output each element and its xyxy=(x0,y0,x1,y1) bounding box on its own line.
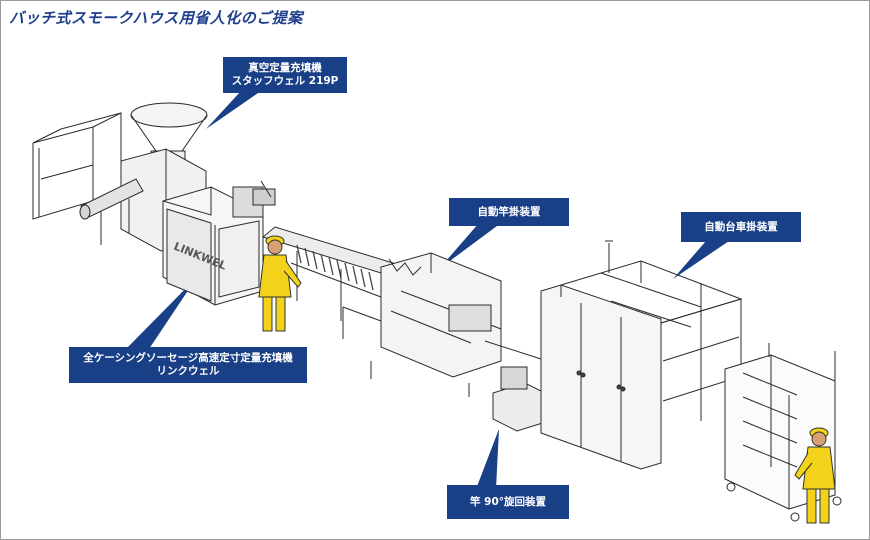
page-title: バッチ式スモークハウス用省人化のご提案 xyxy=(9,9,303,27)
cart-pointer xyxy=(673,241,729,279)
worker-figure-2 xyxy=(794,427,836,524)
callout-cart-hanger: 自動台車掛装置 xyxy=(681,212,801,242)
callout-vacuum-filler-line2: スタッフウェル 219P xyxy=(231,75,339,87)
callout-vacuum-filler: 真空定量充填機 スタッフウェル 219P xyxy=(223,57,347,93)
filler-pointer xyxy=(206,91,261,129)
hanger-pointer xyxy=(439,223,501,269)
callout-vacuum-filler-line1: 真空定量充填機 xyxy=(248,62,322,74)
hanging-unit xyxy=(342,252,502,397)
callout-rotator-line1: 竿 90°旋回装置 xyxy=(469,495,547,508)
rotation-unit xyxy=(484,331,550,432)
callout-rotator: 竿 90°旋回装置 xyxy=(447,485,569,519)
callout-auto-hanger-line1: 自動竿掛装置 xyxy=(477,205,541,218)
worker-figure-1 xyxy=(258,235,302,332)
linker-machine: LINKWEL xyxy=(162,180,395,321)
callout-linker-line1: 全ケーシングソーセージ高速定寸定量充填機 xyxy=(83,352,293,364)
linker-pointer xyxy=(126,277,197,349)
callout-linker-line2: リンクウェル xyxy=(156,365,220,377)
callout-cart-hanger-line1: 自動台車掛装置 xyxy=(704,220,778,233)
rotator-pointer xyxy=(476,429,499,489)
callout-linker: 全ケーシングソーセージ高速定寸定量充填機 リンクウェル xyxy=(69,347,307,383)
callout-auto-hanger: 自動竿掛装置 xyxy=(449,198,569,226)
cart-hanging-unit xyxy=(540,240,743,470)
